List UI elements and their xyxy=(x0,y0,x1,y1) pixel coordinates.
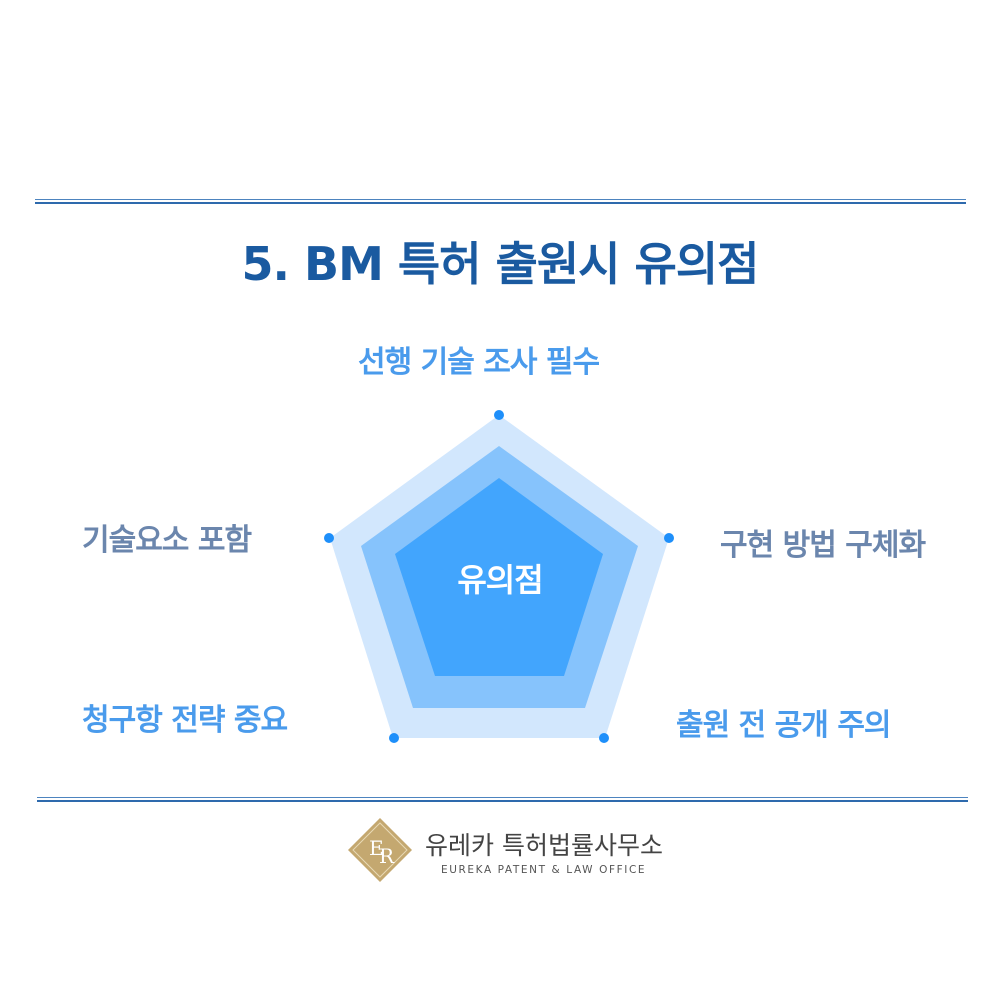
label-bottom-left: 청구항 전략 중요 xyxy=(82,695,287,739)
logo-mark: E R xyxy=(347,817,413,883)
firm-name-korean: 유레카 특허법률사무소 xyxy=(425,826,663,862)
label-right: 구현 방법 구체화 xyxy=(720,520,925,564)
vertex-dot-top xyxy=(494,410,504,420)
vertex-dot-bottom-right xyxy=(599,733,609,743)
center-label: 유의점 xyxy=(420,555,580,601)
label-left: 기술요소 포함 xyxy=(82,515,251,559)
firm-name-english: EUREKA PATENT & LAW OFFICE xyxy=(441,864,646,876)
vertex-dot-right xyxy=(664,533,674,543)
vertex-dot-left xyxy=(324,533,334,543)
bottom-divider xyxy=(37,797,968,803)
label-bottom-right: 출원 전 공개 주의 xyxy=(676,700,891,744)
label-top: 선행 기술 조사 필수 xyxy=(358,337,599,381)
svg-text:R: R xyxy=(379,844,395,868)
vertex-dot-bottom-left xyxy=(389,733,399,743)
